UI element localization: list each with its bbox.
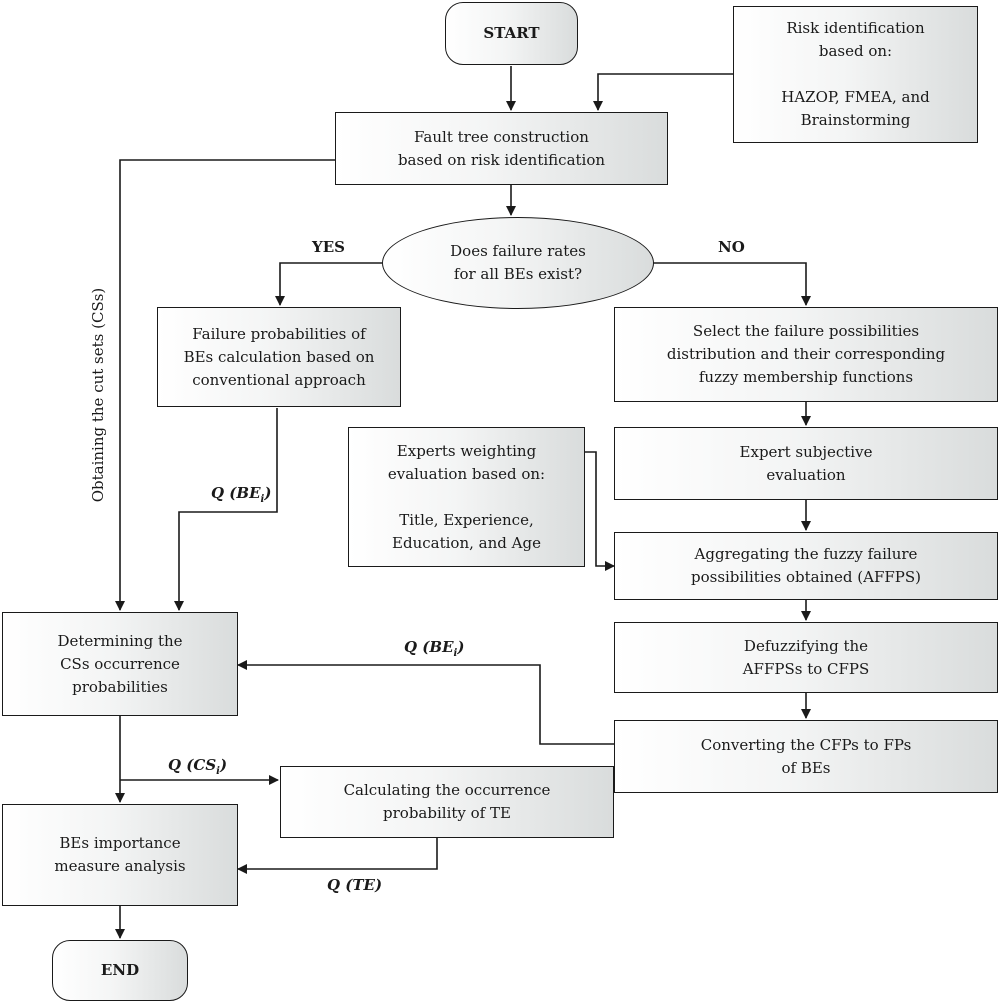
arrow-weighting-to-aggregating [585,451,615,571]
failure-probabilities-box: Failure probabilities of BEs calculation… [157,307,401,407]
aggregating-box: Aggregating the fuzzy failure possibilit… [614,532,998,600]
converting-box: Converting the CFPs to FPs of BEs [614,720,998,793]
q-be-left-sub: i [260,494,265,505]
q-be-left-text: Q (BE [211,484,261,502]
end-node: END [52,940,188,1001]
q-cs-sub: i [216,766,220,777]
q-be-right-text: Q (BE [404,638,454,656]
expert-subjective-evaluation-text: Expert subjective evaluation [739,442,873,484]
start-label: START [483,24,540,42]
arrow-failure-prob-to-determining [174,408,278,611]
q-be-left-label: Q (BEi) [211,484,271,505]
fault-tree-construction-text: Fault tree construction based on risk id… [397,127,606,169]
experts-weighting-box: Experts weighting evaluation based on: T… [348,427,585,567]
defuzzifying-box: Defuzzifying the AFFPSs to CFPS [614,622,998,693]
expert-subjective-evaluation-box: Expert subjective evaluation [614,427,998,500]
q-cs-close: ) [219,756,228,774]
arrow-calculating-to-importance [237,838,438,874]
end-label: END [100,961,140,979]
defuzzifying-text: Defuzzifying the AFFPSs to CFPS [742,636,870,678]
q-be-left-close: ) [264,484,272,502]
q-be-right-sub: i [453,648,458,659]
arrow-fault-tree-to-determining [115,159,335,611]
decision-node: Does failure rates for all BEs exist? [382,217,654,309]
aggregating-text: Aggregating the fuzzy failure possibilit… [690,545,922,586]
calculating-box: Calculating the occurrence probability o… [280,766,614,838]
q-be-right-close: ) [457,638,465,656]
decision-text: Does failure rates for all BEs exist? [450,242,586,283]
fault-tree-construction-box: Fault tree construction based on risk id… [335,112,668,185]
cut-sets-label: Obtaining the cut sets (CSs) [89,287,107,503]
select-distribution-text: Select the failure possibilities distrib… [666,322,946,386]
q-te-label: Q (TE) [327,876,383,894]
arrow-yes [275,262,382,306]
start-node: START [445,2,578,65]
risk-identification-text: Risk identification based on: HAZOP, FME… [781,19,930,129]
calculating-text: Calculating the occurrence probability o… [343,781,551,822]
arrow-no [653,262,811,306]
q-cs-label: Q (CSi) [168,756,227,777]
q-be-right-label: Q (BEi) [404,638,464,659]
arrow-converting-to-determining [237,660,614,745]
importance-analysis-box: BEs importance measure analysis [2,804,238,906]
risk-identification-box: Risk identification based on: HAZOP, FME… [733,6,978,143]
converting-text: Converting the CFPs to FPs of BEs [700,735,912,777]
no-label: NO [718,238,745,256]
determining-text: Determining the CSs occurrence probabili… [57,631,183,696]
importance-analysis-text: BEs importance measure analysis [54,834,186,875]
q-cs-text: Q (CS [168,756,217,774]
failure-probabilities-text: Failure probabilities of BEs calculation… [183,324,375,389]
experts-weighting-text: Experts weighting evaluation based on: T… [387,441,546,552]
determining-box: Determining the CSs occurrence probabili… [2,612,238,716]
select-distribution-box: Select the failure possibilities distrib… [614,307,998,402]
yes-label: YES [312,238,345,256]
arrow-risk-to-fault-tree [593,73,733,111]
